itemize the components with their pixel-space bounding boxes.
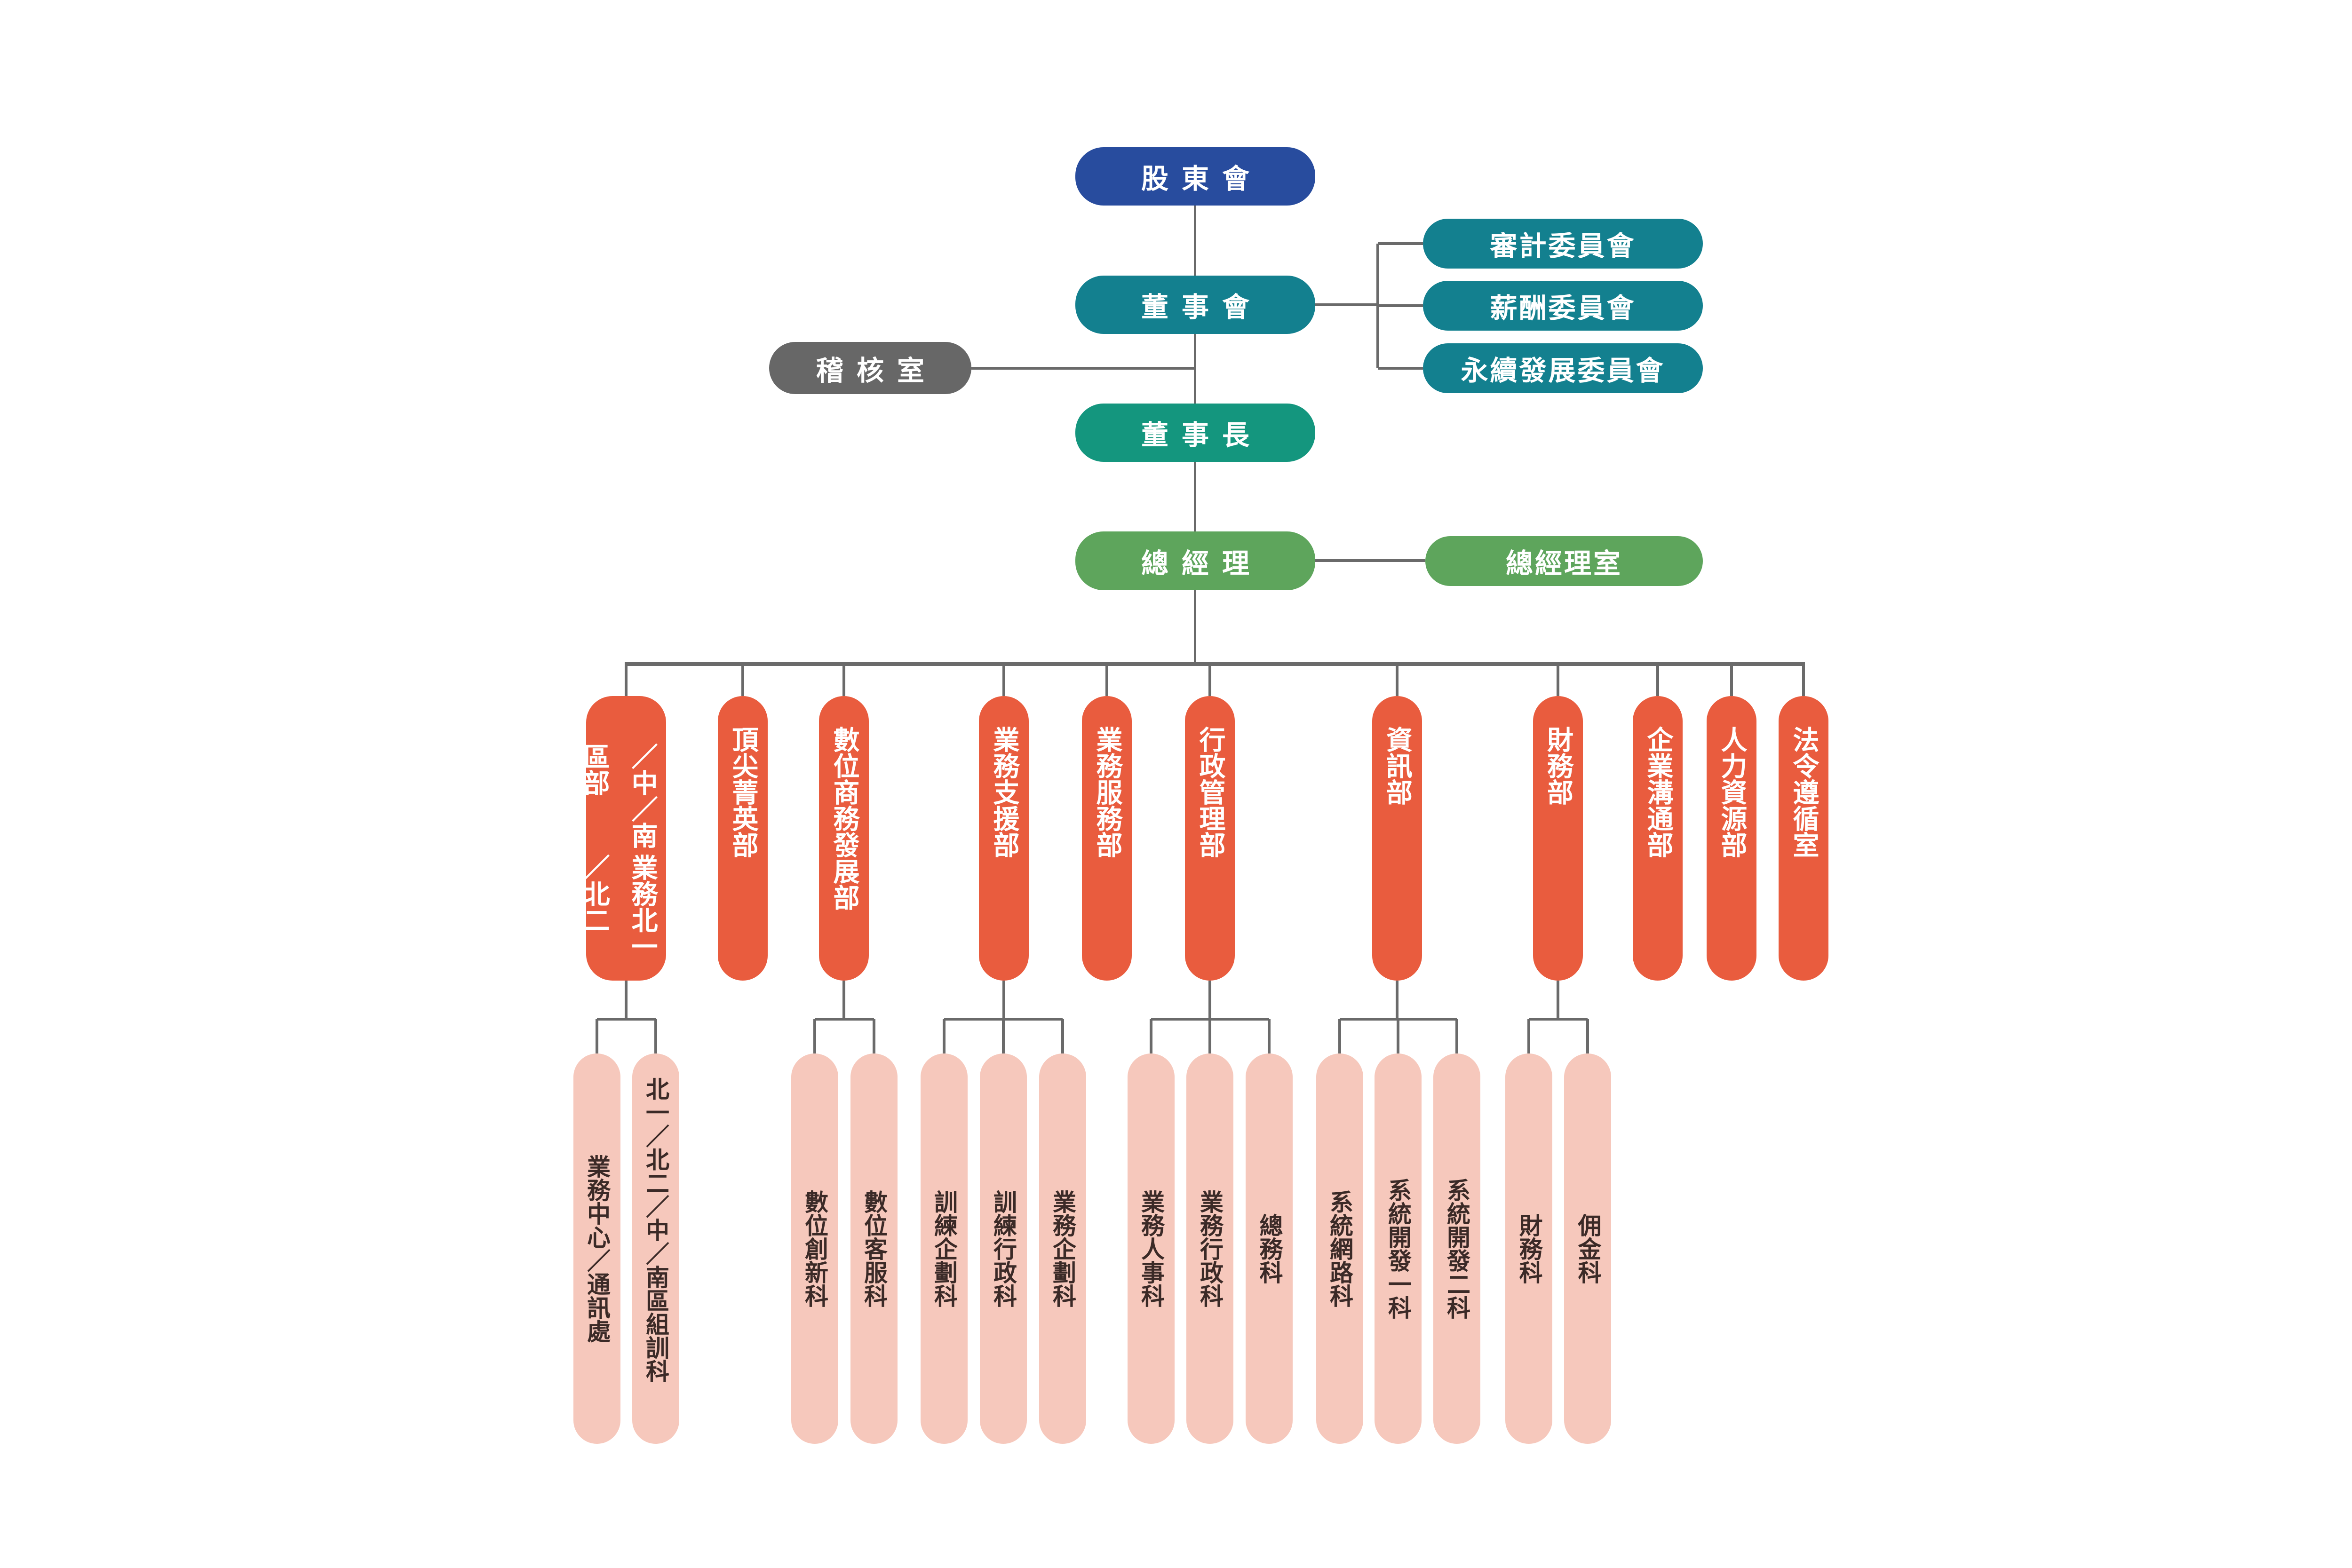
audit-office-node[interactable]: 稽核室 <box>769 342 971 394</box>
dept-sales-regions-col2: ／中／南區部 <box>579 743 658 848</box>
section-sales-planning[interactable]: 業務企劃科 <box>1039 1053 1086 1444</box>
dept-finance[interactable]: 財務部 <box>1533 696 1583 981</box>
section-general-affairs[interactable]: 總務科 <box>1246 1053 1293 1444</box>
chairman-node[interactable]: 董事長 <box>1075 404 1315 462</box>
dept-admin-management[interactable]: 行政管理部 <box>1185 696 1235 981</box>
section-system-network[interactable]: 系統網路科 <box>1316 1053 1363 1444</box>
dept-sales-support[interactable]: 業務支援部 <box>979 696 1029 981</box>
section-commission[interactable]: 佣金科 <box>1564 1053 1611 1444</box>
audit-committee-node[interactable]: 審計委員會 <box>1423 219 1703 269</box>
dept-information[interactable]: 資訊部 <box>1372 696 1422 981</box>
section-system-dev-2[interactable]: 系統開發二科 <box>1433 1053 1480 1444</box>
shareholders-meeting-node[interactable]: 股東會 <box>1075 147 1315 206</box>
section-sales-center[interactable]: 業務中心／通訊處 <box>573 1053 620 1444</box>
section-sales-admin[interactable]: 業務行政科 <box>1186 1053 1233 1444</box>
dept-elite[interactable]: 頂尖菁英部 <box>718 696 768 981</box>
dept-sales-regions[interactable]: ／中／南區部 業務北一／北二 <box>579 696 666 981</box>
dept-sales-service[interactable]: 業務服務部 <box>1082 696 1132 981</box>
section-digital-innovation[interactable]: 數位創新科 <box>791 1053 838 1444</box>
dept-corporate-communication[interactable]: 企業溝通部 <box>1633 696 1683 981</box>
remuneration-committee-node[interactable]: 薪酬委員會 <box>1423 281 1703 331</box>
section-sales-personnel[interactable]: 業務人事科 <box>1128 1053 1175 1444</box>
section-finance[interactable]: 財務科 <box>1505 1053 1552 1444</box>
general-manager-node[interactable]: 總經理 <box>1075 531 1315 590</box>
dept-digital-commerce[interactable]: 數位商務發展部 <box>819 696 869 981</box>
gm-office-node[interactable]: 總經理室 <box>1425 536 1703 586</box>
section-system-dev-1[interactable]: 系統開發一科 <box>1375 1053 1422 1444</box>
section-training-admin[interactable]: 訓練行政科 <box>980 1053 1027 1444</box>
section-regional-training[interactable]: 北一／北二／中／南區組訓科 <box>632 1053 679 1444</box>
dept-legal-compliance[interactable]: 法令遵循室 <box>1779 696 1828 981</box>
dept-sales-regions-col1: 業務北一／北二 <box>579 854 658 960</box>
board-of-directors-node[interactable]: 董事會 <box>1075 276 1315 334</box>
section-training-planning[interactable]: 訓練企劃科 <box>921 1053 968 1444</box>
section-digital-customer-service[interactable]: 數位客服科 <box>850 1053 898 1444</box>
dept-human-resources[interactable]: 人力資源部 <box>1707 696 1756 981</box>
sustainability-committee-node[interactable]: 永續發展委員會 <box>1423 343 1703 393</box>
